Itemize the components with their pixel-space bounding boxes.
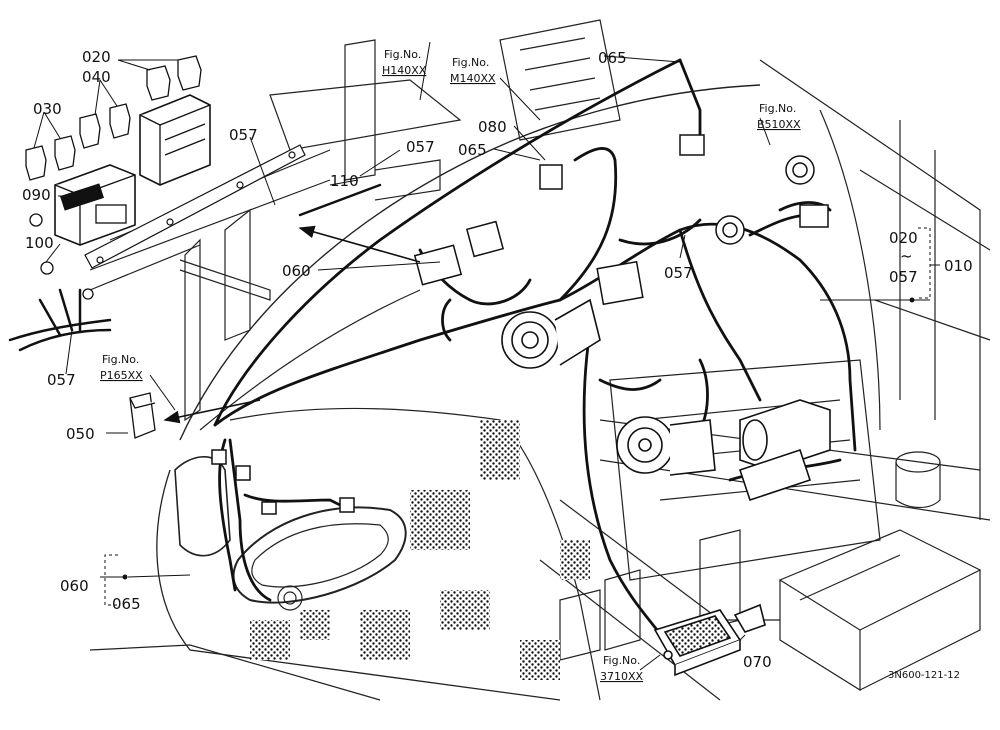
callout-080: 080 <box>478 118 507 136</box>
callout-050: 050 <box>66 425 95 443</box>
fig-ref-3710-title: Fig.No. <box>603 654 640 667</box>
callout-060-bottom: 060 <box>60 577 89 595</box>
callout-070: 070 <box>743 653 772 671</box>
callout-110: 110 <box>330 172 359 190</box>
callout-tilde: ~ <box>900 247 913 265</box>
leader-dot <box>122 574 128 580</box>
leader-dot <box>909 297 915 303</box>
callout-057-mid: 057 <box>664 264 693 282</box>
fig-ref-p165-title: Fig.No. <box>102 353 139 366</box>
fuse-relay-parts <box>25 55 211 439</box>
fig-ref-m140-code: M140XX <box>450 72 496 85</box>
pointer-arrows <box>163 225 421 424</box>
callout-065-top: 065 <box>598 49 627 67</box>
drawing-code: 3N600-121-12 <box>888 670 960 681</box>
fig-ref-3710-code: 3710XX <box>600 670 644 683</box>
callout-100: 100 <box>25 234 54 252</box>
fig-ref-p165-code: P165XX <box>100 369 143 382</box>
ground-cables <box>8 183 382 352</box>
fig-ref-m140-title: Fig.No. <box>452 56 489 69</box>
control-module <box>653 603 766 677</box>
callout-030: 030 <box>33 100 62 118</box>
callout-010: 010 <box>944 257 973 275</box>
fig-ref-b510-code: B510XX <box>757 118 801 131</box>
harness-connectors <box>211 134 829 515</box>
callout-065-mid: 065 <box>458 141 487 159</box>
callout-020-range: 020 <box>889 229 918 247</box>
leader-lines <box>33 41 940 671</box>
fig-ref-h140-title: Fig.No. <box>384 48 421 61</box>
mounting-bracket <box>84 144 306 269</box>
callout-057-left: 057 <box>47 371 76 389</box>
ac-compressor <box>501 298 601 369</box>
callout-057-range: 057 <box>889 268 918 286</box>
starter-motor <box>738 399 831 502</box>
callout-020: 020 <box>82 48 111 66</box>
callout-065-bottom: 065 <box>112 595 141 613</box>
brackets <box>104 227 931 606</box>
callout-labels: 020 040 030 090 100 057 057 057 110 060 … <box>22 48 973 671</box>
alternator <box>616 416 716 476</box>
callout-057-bracket: 057 <box>229 126 258 144</box>
fig-ref-b510-title: Fig.No. <box>759 102 796 115</box>
figure-references: Fig.No. H140XX Fig.No. M140XX Fig.No. B5… <box>100 48 801 683</box>
callout-057-top: 057 <box>406 138 435 156</box>
callout-060: 060 <box>282 262 311 280</box>
callout-040: 040 <box>82 68 111 86</box>
callout-090: 090 <box>22 186 51 204</box>
fig-ref-h140-code: H140XX <box>382 64 427 77</box>
